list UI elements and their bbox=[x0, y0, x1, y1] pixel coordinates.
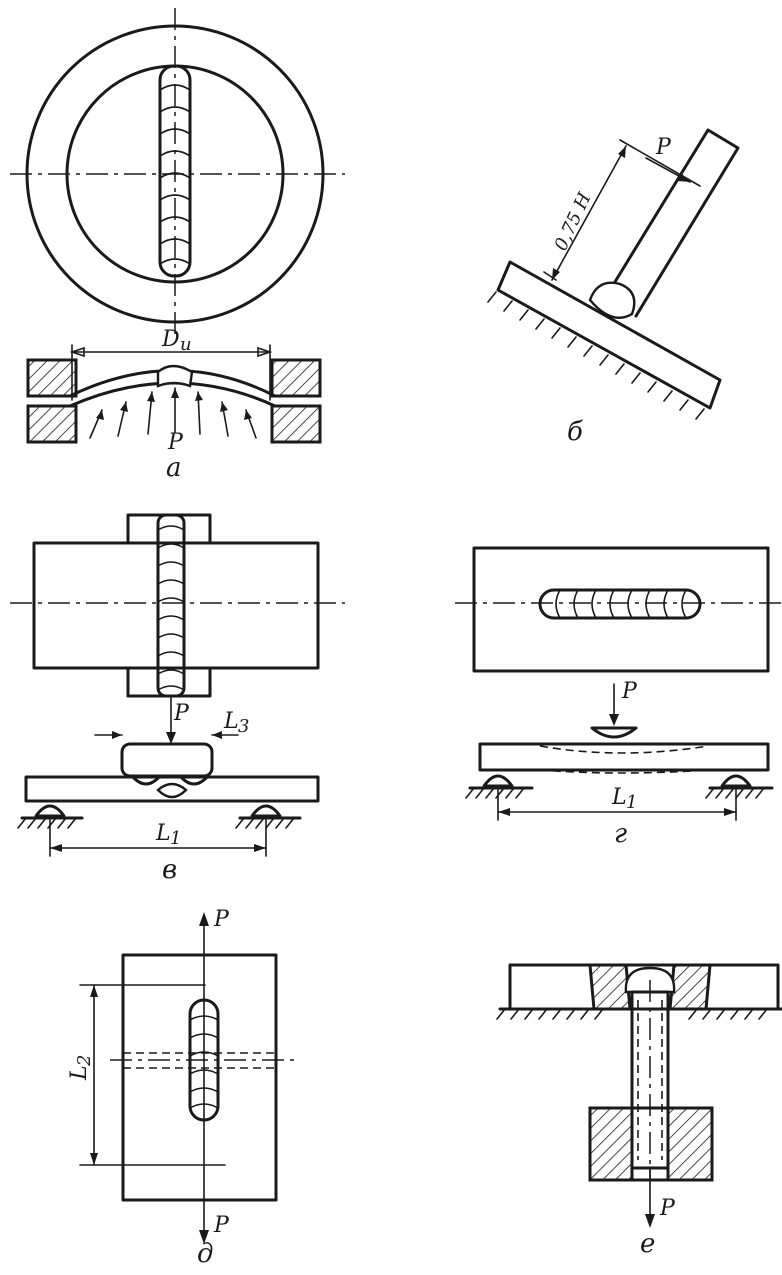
caption-e: е bbox=[640, 1229, 655, 1259]
diameter-label: D bbox=[161, 327, 180, 352]
base-plate bbox=[487, 260, 722, 420]
figure-e: P е bbox=[496, 963, 782, 1259]
dimension-l1-v: L 1 bbox=[49, 819, 267, 857]
plate-plan-view-g bbox=[455, 546, 782, 673]
span-l2-subscript: 2 bbox=[74, 1055, 95, 1067]
span-l2-label: L bbox=[67, 1065, 92, 1081]
dimension-l3: L 3 bbox=[94, 709, 249, 739]
caption-a: а bbox=[166, 453, 182, 483]
span-l1-label-v: L bbox=[155, 821, 171, 846]
caption-v: в bbox=[162, 855, 177, 885]
force-label-d-bottom: P bbox=[213, 1213, 230, 1238]
dimension-du: D и bbox=[69, 327, 273, 401]
weld-bead-vertical bbox=[158, 64, 192, 278]
caption-d: д bbox=[197, 1239, 213, 1269]
figure-d: P P L 2 д bbox=[67, 907, 296, 1269]
supports-g bbox=[465, 774, 774, 799]
grip-block-e bbox=[588, 1106, 714, 1182]
force-label-d-top: P bbox=[213, 907, 230, 932]
force-arrow-b: P bbox=[645, 135, 691, 183]
force-label-e: P bbox=[659, 1196, 676, 1221]
top-plate-e bbox=[496, 963, 782, 1020]
supports-v bbox=[17, 804, 302, 829]
span-l3-subscript: 3 bbox=[238, 716, 249, 737]
fillet-weld bbox=[588, 281, 636, 319]
figure-v: P L 3 bbox=[10, 513, 345, 885]
disc-section-view: D и P bbox=[26, 327, 322, 455]
caption-b: б bbox=[567, 417, 583, 447]
bend-setup-g: P L 1 bbox=[465, 679, 774, 821]
distance-label: 0,75 Н bbox=[550, 189, 595, 254]
dimension-l1-g: L 1 bbox=[497, 785, 737, 821]
force-label-v: P bbox=[173, 701, 190, 726]
dimension-075h: 0,75 Н bbox=[543, 139, 701, 281]
pressure-arrows bbox=[89, 387, 257, 439]
weld-bead-tensile bbox=[188, 998, 220, 1122]
disc-plan-view bbox=[10, 8, 345, 340]
weld-bead-longitudinal bbox=[538, 588, 702, 620]
span-l1-label-g: L bbox=[611, 785, 627, 810]
span-l3-label: L bbox=[223, 709, 239, 734]
dimension-l2: L 2 bbox=[67, 984, 226, 1166]
force-label-b: P bbox=[655, 135, 672, 160]
force-label-a: P bbox=[167, 430, 184, 455]
diameter-subscript: и bbox=[180, 334, 192, 355]
span-l1-subscript-v: 1 bbox=[170, 828, 181, 849]
force-label-g: P bbox=[621, 679, 638, 704]
figure-g: P L 1 г bbox=[455, 546, 782, 849]
span-l1-subscript-g: 1 bbox=[626, 792, 637, 813]
figure-a: D и P а bbox=[10, 8, 345, 483]
plate-plan-view bbox=[10, 513, 345, 698]
vertical-plate bbox=[608, 128, 740, 318]
caption-g: г bbox=[614, 819, 627, 849]
figure-b: 0,75 Н P б bbox=[487, 128, 740, 447]
bend-setup: P L 3 bbox=[17, 695, 320, 857]
